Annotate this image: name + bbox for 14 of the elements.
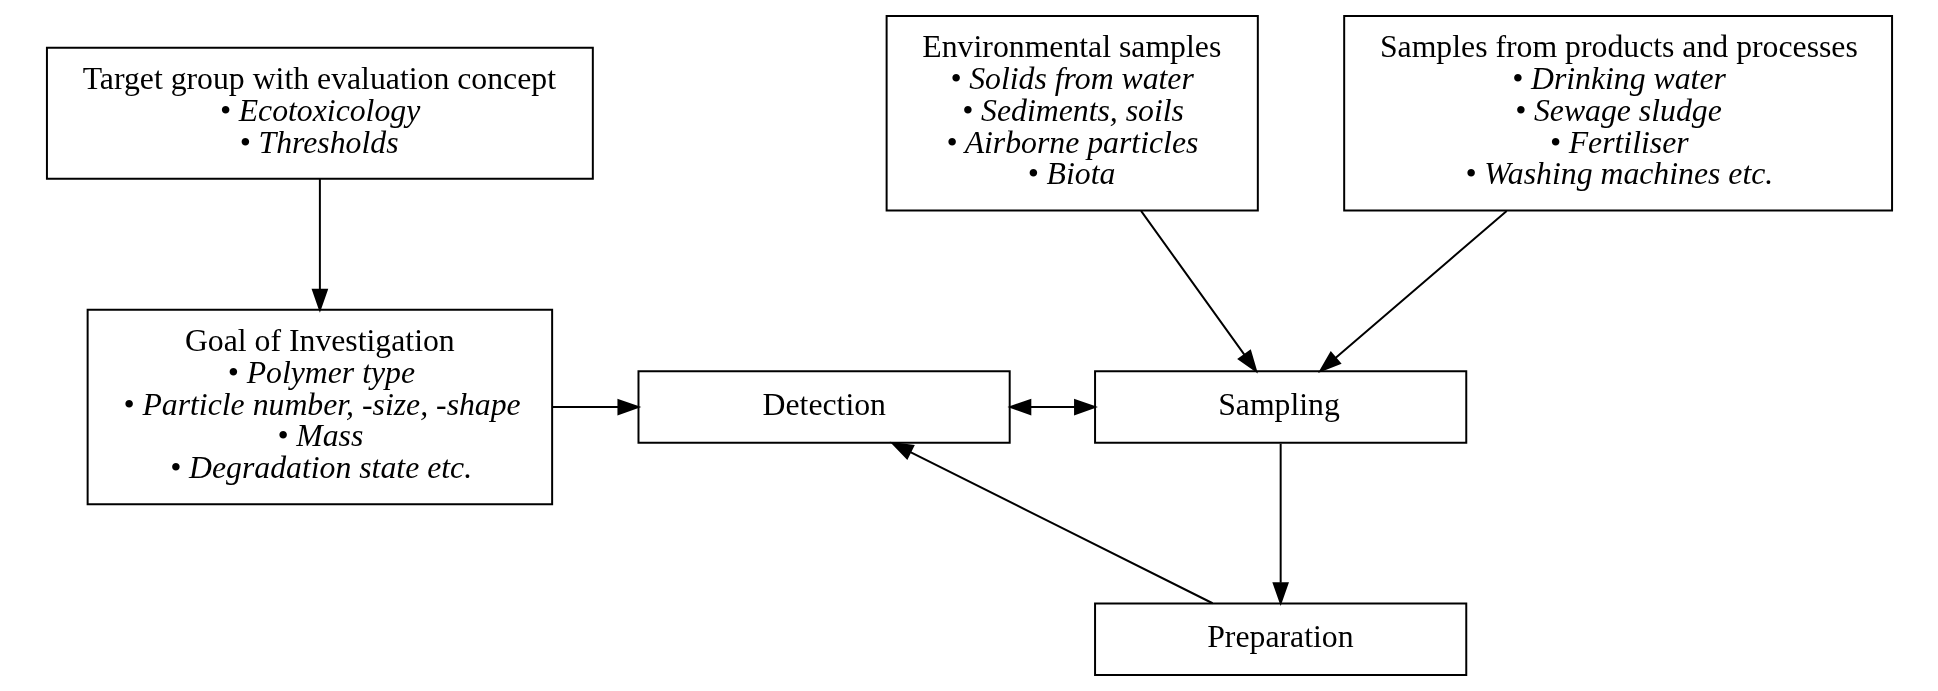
arrow	[311, 177, 328, 313]
node-box: Detection	[637, 370, 1011, 444]
arrow	[550, 398, 641, 416]
node-box: Goal of Investigation • Polymer type • Particle number, -size, -shape • Mass • Degradation state etc.	[86, 308, 553, 506]
node-box: Samples from products and processes • Drinking water • Sewage sludge • Fertiliser • Washing machines etc.	[1342, 15, 1893, 212]
node-box: Preparation	[1093, 602, 1467, 676]
node-box: Sampling	[1093, 370, 1467, 444]
arrow	[1139, 209, 1258, 374]
arrow	[889, 441, 1214, 605]
node-box: Environmental samples • Solids from water • Sediments, soils • Airborne particles • Biota	[885, 15, 1259, 212]
arrow	[1271, 442, 1289, 607]
node-box: Target group with evaluation concept • Ecotoxicology • Thresholds	[45, 46, 594, 180]
arrow	[1006, 398, 1098, 416]
arrow	[1317, 209, 1508, 373]
